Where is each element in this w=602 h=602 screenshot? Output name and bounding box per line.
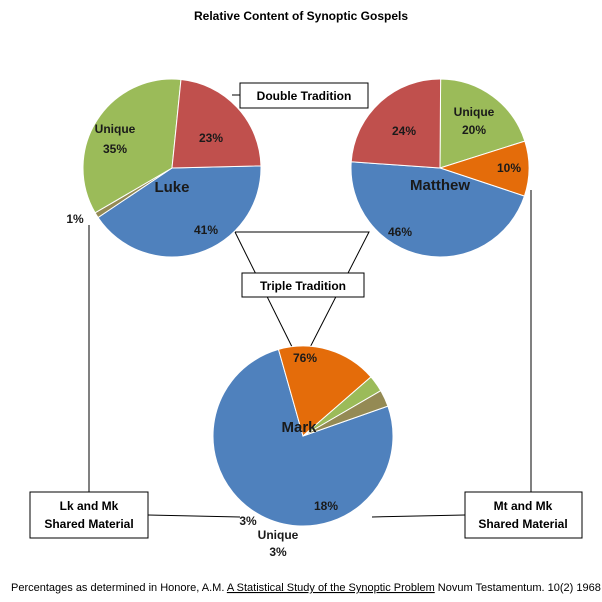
pie-matthew [350, 78, 530, 258]
matthew-name-label: Matthew [410, 177, 470, 194]
svg-text:Triple Tradition: Triple Tradition [260, 279, 346, 293]
svg-text:Double Tradition: Double Tradition [257, 89, 352, 103]
luke-name-label: Luke [154, 179, 189, 196]
footnote: Percentages as determined in Honore, A.M… [11, 582, 601, 594]
triple-tradition-box: Triple Tradition [241, 272, 365, 298]
svg-text:Mt and Mk: Mt and Mk [494, 499, 553, 513]
luke-label-green-line2: 35% [103, 142, 127, 156]
luke-label-green-line1: Unique [95, 122, 136, 136]
pie-luke [82, 78, 262, 258]
svg-text:Shared Material: Shared Material [44, 517, 133, 531]
svg-text:Shared Material: Shared Material [478, 517, 567, 531]
mark-slice-orange [277, 345, 372, 437]
matthew-label-blue: 46% [388, 225, 412, 239]
matthew-slice-red [350, 78, 442, 169]
matthew-slice-blue [350, 161, 526, 258]
mark-label-green-line1: Unique [258, 528, 299, 542]
luke-label-olive: 1% [66, 212, 84, 226]
mark-label-blue: 76% [293, 351, 317, 365]
mark-slice-olive [302, 390, 389, 437]
luke-slice-green [82, 78, 182, 214]
luke-slice-red [171, 78, 262, 169]
matthew-label-orange: 10% [497, 161, 521, 175]
svg-text:Lk and Mk: Lk and Mk [60, 499, 119, 513]
matthew-label-green-line2: 20% [462, 123, 486, 137]
matthew-slice-green [439, 78, 526, 169]
luke-label-blue: 41% [194, 223, 218, 237]
chart-title: Relative Content of Synoptic Gospels [194, 9, 408, 23]
luke-slice-blue [97, 165, 262, 258]
mt-mk-shared-box: Mt and Mk Shared Material [464, 491, 583, 539]
pie-mark [212, 345, 394, 527]
mark-slice-blue [212, 348, 394, 527]
mark-name-label: Mark [281, 419, 317, 436]
mark-label-orange: 18% [314, 499, 338, 513]
matthew-label-green-line1: Unique [454, 105, 495, 119]
luke-label-red: 23% [199, 131, 223, 145]
mark-label-olive: 3% [239, 514, 257, 528]
connector-lines [88, 94, 532, 518]
matthew-label-red: 24% [392, 124, 416, 138]
mark-label-green-line2: 3% [269, 545, 287, 559]
lk-mk-shared-box: Lk and Mk Shared Material [29, 491, 149, 539]
double-tradition-box: Double Tradition [239, 82, 369, 109]
